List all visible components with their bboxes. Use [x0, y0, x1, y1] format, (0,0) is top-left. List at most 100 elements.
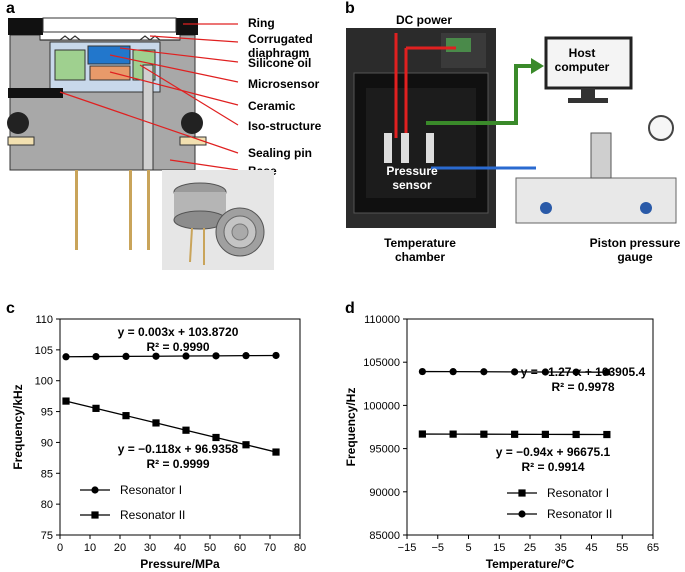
x-tick-label: 30	[144, 542, 156, 554]
data-point-square	[242, 441, 250, 449]
label-host-computer: Host computer	[554, 46, 610, 74]
x-axis-label: Pressure/MPa	[140, 557, 220, 570]
x-tick-label: 15	[493, 542, 505, 554]
legend-label: Resonator I	[547, 486, 609, 500]
label-ring: Ring	[248, 16, 275, 30]
y-tick-label: 110000	[364, 314, 400, 326]
x-tick-label: 65	[647, 542, 659, 554]
label-iso-structure: Iso-structure	[248, 119, 322, 133]
data-point-circle	[603, 368, 611, 376]
y-tick-label: 95	[41, 407, 53, 419]
y-tick-label: 90000	[369, 487, 400, 499]
data-point-square	[182, 426, 190, 434]
label-corrugated-diaphragm: Corrugated diaphragm	[248, 32, 313, 60]
series-line	[65, 400, 277, 453]
y-tick-label: 75	[41, 530, 53, 542]
x-tick-label: 60	[234, 542, 246, 554]
data-point-circle	[152, 352, 160, 360]
r-squared-label: R² = 0.9914	[521, 460, 584, 474]
r-squared-label: R² = 0.9999	[146, 457, 209, 471]
label-piston-gauge: Piston pressure gauge	[589, 236, 681, 264]
y-tick-label: 85000	[369, 530, 400, 542]
x-tick-label: 5	[465, 542, 471, 554]
x-tick-label: 50	[204, 542, 216, 554]
y-tick-label: 105000	[363, 357, 400, 369]
panel-letter-d: d	[345, 300, 355, 317]
data-point-circle	[122, 352, 130, 360]
x-tick-label: 25	[524, 542, 536, 554]
x-tick-label: 0	[57, 542, 63, 554]
legend-label: Resonator I	[120, 483, 182, 497]
y-axis-label: Frequency/kHz	[11, 384, 25, 469]
plot-frame	[406, 318, 654, 536]
data-point-circle	[272, 351, 280, 360]
legend-marker-square	[518, 489, 526, 497]
data-point-circle	[92, 352, 100, 361]
data-point-circle	[480, 368, 488, 376]
data-point-square	[62, 397, 70, 405]
data-point-square	[603, 430, 611, 439]
data-point-square	[152, 419, 160, 427]
regression-equation: y = 0.003x + 103.8720	[118, 325, 239, 339]
regression-equation: y = −1.27 x + 103905.4	[521, 365, 646, 379]
y-tick-label: 85	[41, 468, 53, 480]
x-tick-label: 70	[264, 542, 276, 554]
legend-marker-square	[91, 511, 99, 519]
legend-label: Resonator II	[120, 508, 185, 522]
x-tick-label: −5	[431, 542, 444, 554]
y-tick-label: 100000	[363, 400, 400, 412]
data-point-square	[511, 430, 519, 438]
x-tick-label: 10	[84, 542, 96, 554]
data-point-circle	[449, 368, 457, 376]
label-pressure-sensor: Pressure sensor	[386, 164, 438, 192]
data-point-circle	[541, 368, 549, 376]
data-point-circle	[511, 368, 519, 376]
data-point-circle	[182, 352, 190, 360]
data-point-square	[122, 412, 130, 420]
x-tick-label: −15	[398, 542, 417, 554]
y-tick-label: 100	[35, 376, 53, 388]
regression-equation: y = −0.94x + 96675.1	[496, 445, 611, 459]
x-tick-label: 55	[616, 542, 628, 554]
panel-letter-b: b	[345, 0, 355, 17]
label-dc-power: DC power	[396, 13, 453, 27]
data-point-square	[449, 430, 457, 438]
data-point-circle	[212, 352, 220, 360]
label-temperature-chamber: Temperature chamber	[384, 236, 456, 264]
r-squared-label: R² = 0.9978	[551, 380, 614, 394]
setup-photo	[346, 28, 677, 228]
label-ceramic: Ceramic	[248, 99, 296, 113]
x-axis-label: Temperature/°C	[486, 557, 575, 570]
data-point-square	[92, 404, 100, 412]
sensor-photo	[162, 170, 274, 270]
panel-letter-c: c	[6, 300, 15, 317]
r-squared-label: R² = 0.9990	[146, 340, 209, 354]
data-point-circle	[62, 353, 70, 361]
x-tick-label: 40	[174, 542, 186, 554]
legend-marker-circle	[91, 486, 99, 494]
x-tick-label: 35	[555, 542, 567, 554]
panel-letter-a: a	[6, 0, 15, 17]
legend-marker-circle	[518, 510, 526, 518]
label-microsensor: Microsensor	[248, 77, 320, 91]
sensor-cross-section-diagram	[7, 17, 239, 250]
data-point-circle	[572, 368, 580, 376]
legend-label: Resonator II	[547, 507, 612, 521]
data-point-circle	[242, 352, 250, 360]
data-point-square	[212, 433, 220, 442]
data-point-square	[572, 430, 580, 439]
data-point-square	[272, 448, 280, 456]
regression-equation: y = −0.118x + 96.9358	[118, 442, 239, 456]
data-point-square	[480, 430, 488, 438]
data-point-square	[541, 430, 549, 438]
y-tick-label: 80	[41, 499, 53, 511]
x-tick-label: 20	[114, 542, 126, 554]
label-sealing-pin: Sealing pin	[248, 146, 313, 160]
y-tick-label: 105	[35, 345, 53, 357]
data-point-square	[418, 430, 426, 438]
y-axis-label: Frequency/Hz	[345, 388, 358, 467]
x-tick-label: 45	[585, 542, 597, 554]
x-tick-label: 80	[294, 542, 306, 554]
